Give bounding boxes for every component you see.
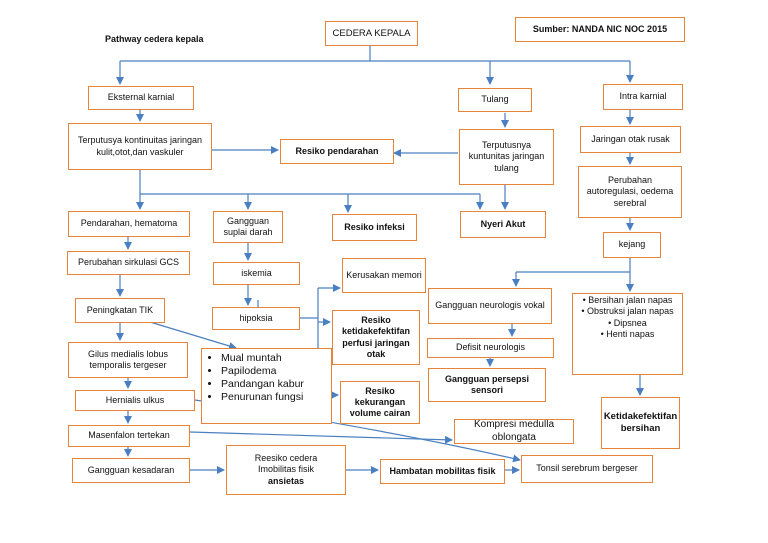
node-resiko-infeksi: Resiko infeksi xyxy=(332,214,417,241)
airway-item: Henti napas xyxy=(581,329,673,340)
node-intra: Intra karnial xyxy=(603,84,683,110)
ansietas-text: ansietas xyxy=(267,475,305,486)
airway-list: Bersihan jalan napas Obstruksi jalan nap… xyxy=(572,293,683,375)
imobilitas-text: Imobilitas fisik xyxy=(257,464,314,475)
node-eksternal: Eksternal karnial xyxy=(88,86,194,110)
node-nyeri-akut: Nyeri Akut xyxy=(460,211,546,238)
node-iskemia: iskemia xyxy=(213,262,300,285)
node-hambatan-mobilitas: Hambatan mobilitas fisik xyxy=(380,459,505,484)
node-terputusnya-tulang: Terputusnya kuntunitas jaringan tulang xyxy=(459,129,554,185)
node-gangguan-persepsi: Gangguan persepsi sensori xyxy=(428,368,546,402)
node-kerusakan-memori: Kerusakan memori xyxy=(342,258,426,293)
symptom-item: Papilodema xyxy=(221,365,304,378)
node-resiko-pendarahan: Resiko pendarahan xyxy=(280,139,394,164)
node-hipoksia: hipoksia xyxy=(212,307,300,330)
node-resiko-perfusi: Resiko ketidakefektifan perfusi jaringan… xyxy=(332,310,420,365)
airway-item: Obstruksi jalan napas xyxy=(581,306,674,317)
node-jaringan-otak: Jaringan otak rusak xyxy=(580,126,681,153)
node-resiko-volume: Resiko kekurangan volume cairan xyxy=(340,381,420,424)
edge-tik-symptoms xyxy=(149,321,237,350)
symptom-item: Mual muntah xyxy=(221,352,304,365)
node-perubahan-gcs: Perubahan sirkulasi GCS xyxy=(67,251,190,275)
node-tonsil-serebrum: Tonsil serebrum bergeser xyxy=(521,455,653,483)
symptoms-list: Mual muntah Papilodema Pandangan kabur P… xyxy=(201,348,332,424)
node-peningkatan-tik: Peningkatan TIK xyxy=(75,298,165,323)
airway-item: Dipsnea xyxy=(581,318,673,329)
airway-item: Bersihan jalan napas xyxy=(581,295,673,306)
node-kompresi-medulla: Kompresi medulla oblongata xyxy=(454,419,574,444)
node-cedera-kepala: CEDERA KEPALA xyxy=(325,21,418,46)
page-title: Pathway cedera kepala xyxy=(105,34,204,44)
node-gangguan-kesadaran: Gangguan kesadaran xyxy=(72,458,190,483)
node-pendarahan-hematoma: Pendarahan, hematoma xyxy=(68,211,190,237)
node-defisit-neurologis: Defisit neurologis xyxy=(427,338,554,358)
reesiko-cedera-text: Reesiko cedera xyxy=(254,453,318,464)
node-masenfalon: Masenfalon tertekan xyxy=(68,425,190,447)
node-ketidakefektifan-bersihan: Ketidakefektifan bersihan xyxy=(601,397,680,449)
source-label: Sumber: NANDA NIC NOC 2015 xyxy=(515,17,685,42)
edge-masenfalon-kompresi xyxy=(189,431,453,444)
symptom-item: Penurunan fungsi xyxy=(221,391,304,404)
node-hernialis-ulkus: Hernialis ulkus xyxy=(75,390,195,411)
node-gangguan-suplai: Gangguan suplai darah xyxy=(213,211,283,243)
node-reesiko-group: Reesiko cedera Imobilitas fisik ansietas xyxy=(226,445,346,495)
node-kejang: kejang xyxy=(603,232,661,258)
node-tulang: Tulang xyxy=(458,88,532,112)
symptom-item: Pandangan kabur xyxy=(221,378,304,391)
node-perubahan-autoregulasi: Perubahan autoregulasi, oedema serebral xyxy=(578,166,682,218)
node-gangguan-neurologis: Gangguan neurologis vokal xyxy=(428,288,552,324)
node-terputusya: Terputusya kontinuitas jaringan kulit,ot… xyxy=(68,123,212,170)
node-gilus-medialis: Gilus medialis lobus temporalis tergeser xyxy=(68,342,188,378)
